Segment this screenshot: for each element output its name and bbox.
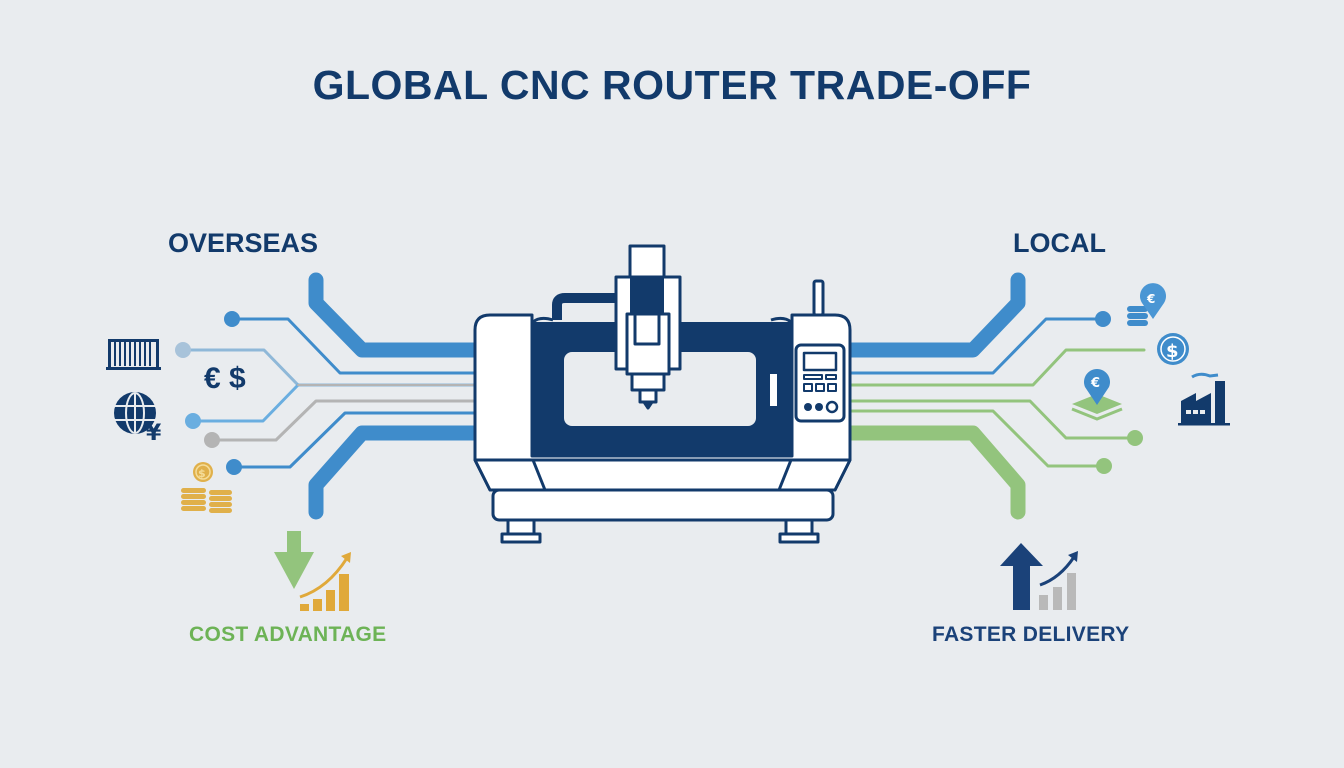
- coins-euro-pin-icon: €: [1127, 283, 1166, 326]
- cost-advantage-label: COST ADVANTAGE: [189, 623, 387, 646]
- faster-delivery-label: FASTER DELIVERY: [932, 623, 1130, 646]
- dollar-coin-icon: $: [1157, 333, 1189, 365]
- euro-location-map-icon: €: [1071, 369, 1123, 421]
- svg-text:$: $: [1166, 341, 1179, 362]
- local-circuit-traces: [840, 272, 1146, 520]
- svg-text:€: €: [1146, 292, 1155, 306]
- shipping-container-icon: [106, 339, 161, 370]
- page-title: GLOBAL CNC ROUTER TRADE-OFF: [312, 62, 1032, 108]
- down-arrow-bar-chart-icon: [274, 531, 351, 611]
- globe-yen-icon: ¥: [114, 392, 162, 446]
- local-label: LOCAL: [1013, 228, 1106, 258]
- euro-dollar-symbols: € $: [204, 362, 246, 395]
- overseas-circuit-traces: [175, 272, 486, 520]
- gold-coins-icon: $: [181, 462, 232, 513]
- up-arrow-bar-chart-icon: [1000, 543, 1078, 610]
- svg-text:€: €: [1090, 376, 1100, 391]
- cnc-router-machine: [473, 244, 852, 544]
- overseas-label: OVERSEAS: [168, 228, 319, 258]
- factory-icon: [1178, 372, 1230, 426]
- svg-text:$: $: [198, 467, 206, 480]
- svg-text:¥: ¥: [146, 421, 162, 446]
